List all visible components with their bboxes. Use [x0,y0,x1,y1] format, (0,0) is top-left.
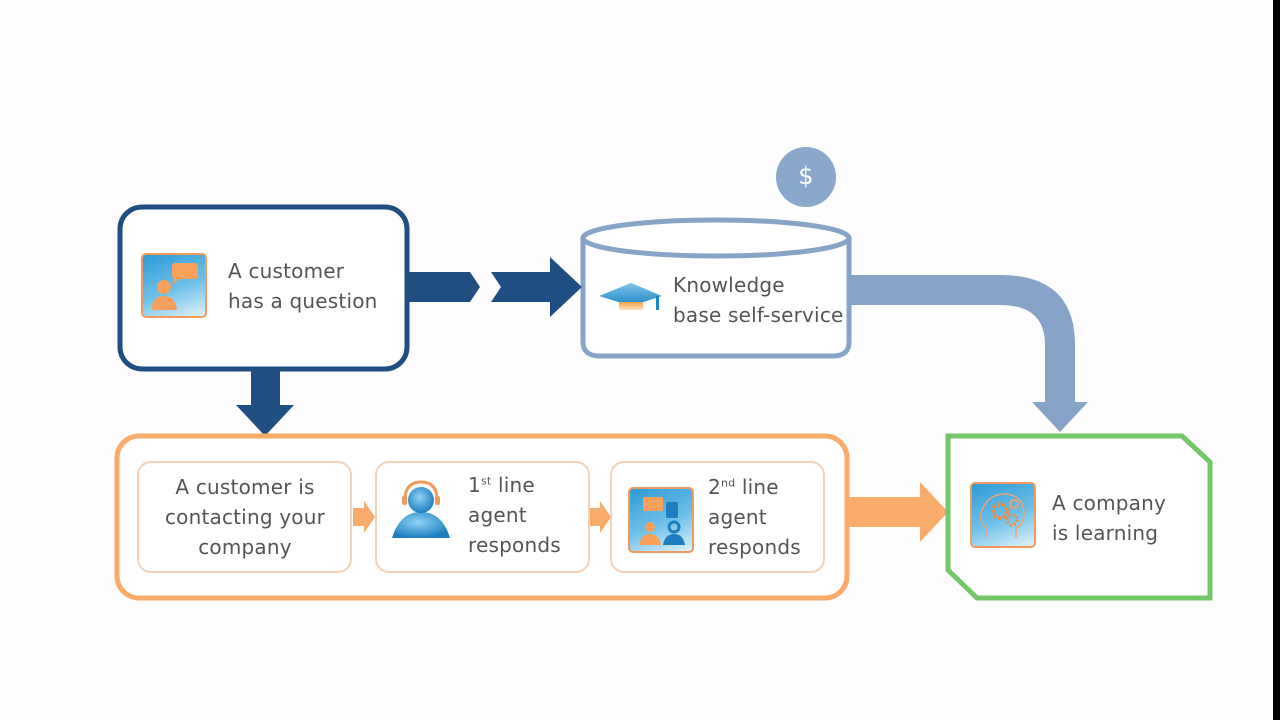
contacting-label: A customer is contacting your company [140,472,350,562]
arrow-question-to-knowledge [409,257,582,317]
learning-line-1: A company [1052,491,1167,515]
knowledge-line-1: Knowledge [673,273,785,297]
arrow-step2-to-step3 [590,501,611,533]
agents-chat-icon [628,487,694,553]
contacting-line-3: company [198,535,292,559]
learning-box [945,433,1213,601]
arrow-process-to-learning [849,482,948,542]
contacting-line-2: contacting your [164,505,326,529]
dollar-coin-icon [776,147,836,207]
headset-agent-icon [392,480,450,538]
second-line-line-3: responds [708,535,801,559]
question-line-2: has a question [228,289,378,313]
step-contacting-box [137,461,352,573]
arrow-step1-to-step2 [353,501,375,533]
second-line-line-2: agent [708,505,767,529]
first-line-label: 1st line agent responds [468,470,561,560]
first-line-line-1: 1st line [468,470,561,500]
arrow-question-to-process [236,370,294,436]
question-box [117,204,410,372]
learning-label: A company is learning [1052,488,1166,548]
knowledge-line-2: base self-service [673,303,844,327]
contacting-line-1: A customer is [175,475,315,499]
knowledge-base-cylinder [580,217,852,359]
first-line-rest: line [491,473,535,497]
first-line-sup: st [480,474,492,488]
first-line-line-2: agent [468,503,527,527]
right-edge-strip [1273,0,1280,720]
second-line-rest: line [735,475,779,499]
question-label: A customer has a question [228,256,378,316]
knowledge-label: Knowledge base self-service [673,270,844,330]
head-gears-icon [970,482,1036,548]
question-line-1: A customer [228,259,345,283]
first-line-num: 1 [468,473,481,497]
graduation-cap-icon [599,283,662,310]
arrow-knowledge-to-learning [851,275,1088,432]
first-line-line-3: responds [468,533,561,557]
second-line-line-1: 2nd line [708,472,801,502]
dollar-symbol: $ [798,162,814,190]
step-first-line-box [375,461,590,573]
customer-question-icon [141,253,207,318]
second-line-num: 2 [708,475,721,499]
learning-line-2: is learning [1052,521,1159,545]
second-line-sup: nd [720,476,736,490]
second-line-label: 2nd line agent responds [708,472,801,562]
